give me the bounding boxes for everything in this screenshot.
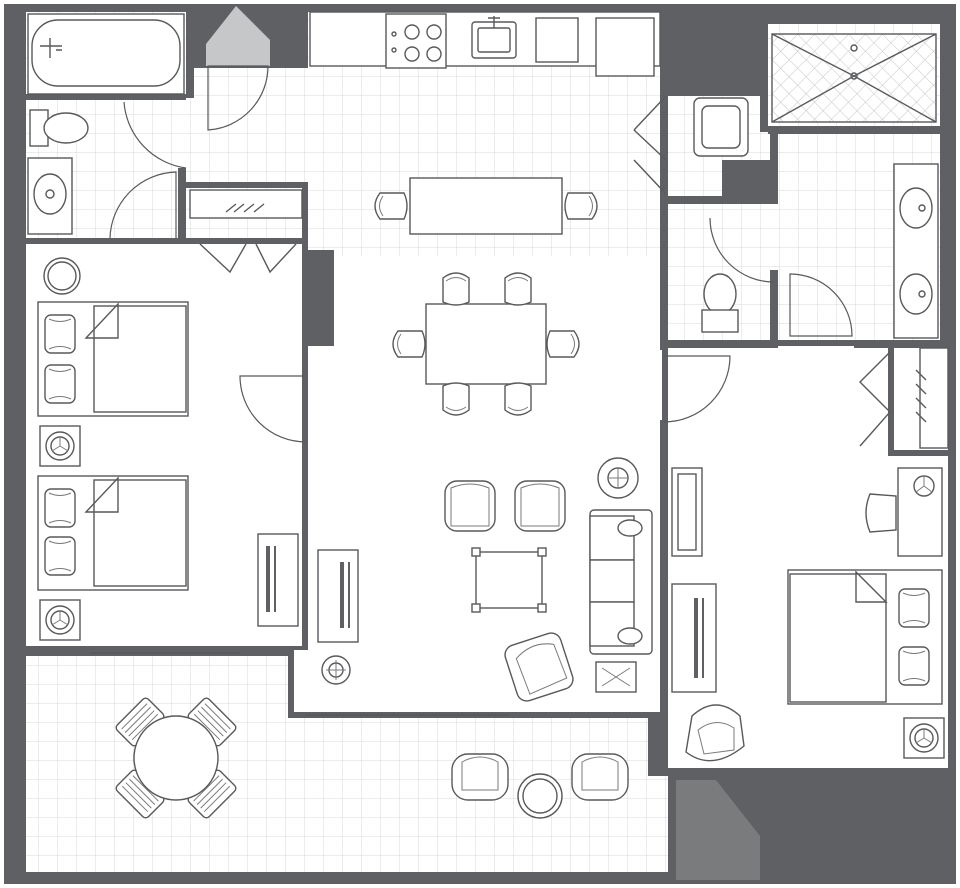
dining-table xyxy=(392,272,580,416)
balcony xyxy=(90,652,629,821)
bed xyxy=(37,301,189,417)
washer xyxy=(693,97,749,157)
armchair-angled xyxy=(504,632,574,702)
desk xyxy=(897,467,943,557)
refrigerator xyxy=(595,17,655,77)
double-vanity xyxy=(893,163,939,339)
patio-side-table xyxy=(517,773,563,819)
desk-chair xyxy=(865,493,897,533)
kitchen xyxy=(207,11,749,235)
dresser xyxy=(257,533,299,627)
door-swing xyxy=(709,217,775,283)
coffee-table xyxy=(471,547,547,613)
door-swing xyxy=(789,273,853,337)
living-dining xyxy=(317,272,731,702)
door-swing xyxy=(207,65,269,131)
lounge-chair xyxy=(451,753,509,801)
bed xyxy=(37,475,189,591)
nightstand xyxy=(39,599,81,641)
corner-notch xyxy=(206,6,270,66)
nightstand xyxy=(903,717,945,759)
bathroom-1 xyxy=(27,13,187,239)
bathroom-2 xyxy=(701,33,939,339)
bed xyxy=(787,569,943,705)
range xyxy=(385,13,447,69)
dining-bar xyxy=(374,177,598,235)
shower xyxy=(771,33,937,123)
bathtub xyxy=(27,13,185,95)
end-table xyxy=(597,457,639,499)
patio-table xyxy=(113,695,239,821)
bedroom-1 xyxy=(37,257,307,641)
kitchen-sink xyxy=(471,16,517,59)
toilet xyxy=(701,273,739,333)
door-swing xyxy=(109,171,177,239)
tv-console xyxy=(317,549,359,643)
tv xyxy=(671,467,703,557)
dishwasher xyxy=(535,17,579,63)
closet-2 xyxy=(859,347,949,449)
armchair xyxy=(444,480,496,532)
armchair-corner xyxy=(685,704,745,762)
closet-1 xyxy=(189,189,303,274)
bedroom-2 xyxy=(671,347,949,762)
corner-notch xyxy=(676,780,760,880)
sink xyxy=(27,157,73,235)
side-table xyxy=(43,257,81,295)
side-table-small xyxy=(595,661,637,693)
floor-lamp xyxy=(321,655,351,685)
toilet xyxy=(29,109,89,147)
door-swing xyxy=(123,101,187,169)
sofa xyxy=(589,509,653,655)
lounge-chair xyxy=(571,753,629,801)
armchair xyxy=(514,480,566,532)
bifold-door xyxy=(633,95,667,195)
door-swing xyxy=(663,355,731,423)
door-swing xyxy=(239,375,307,443)
dresser xyxy=(671,583,717,693)
nightstand xyxy=(39,425,81,467)
